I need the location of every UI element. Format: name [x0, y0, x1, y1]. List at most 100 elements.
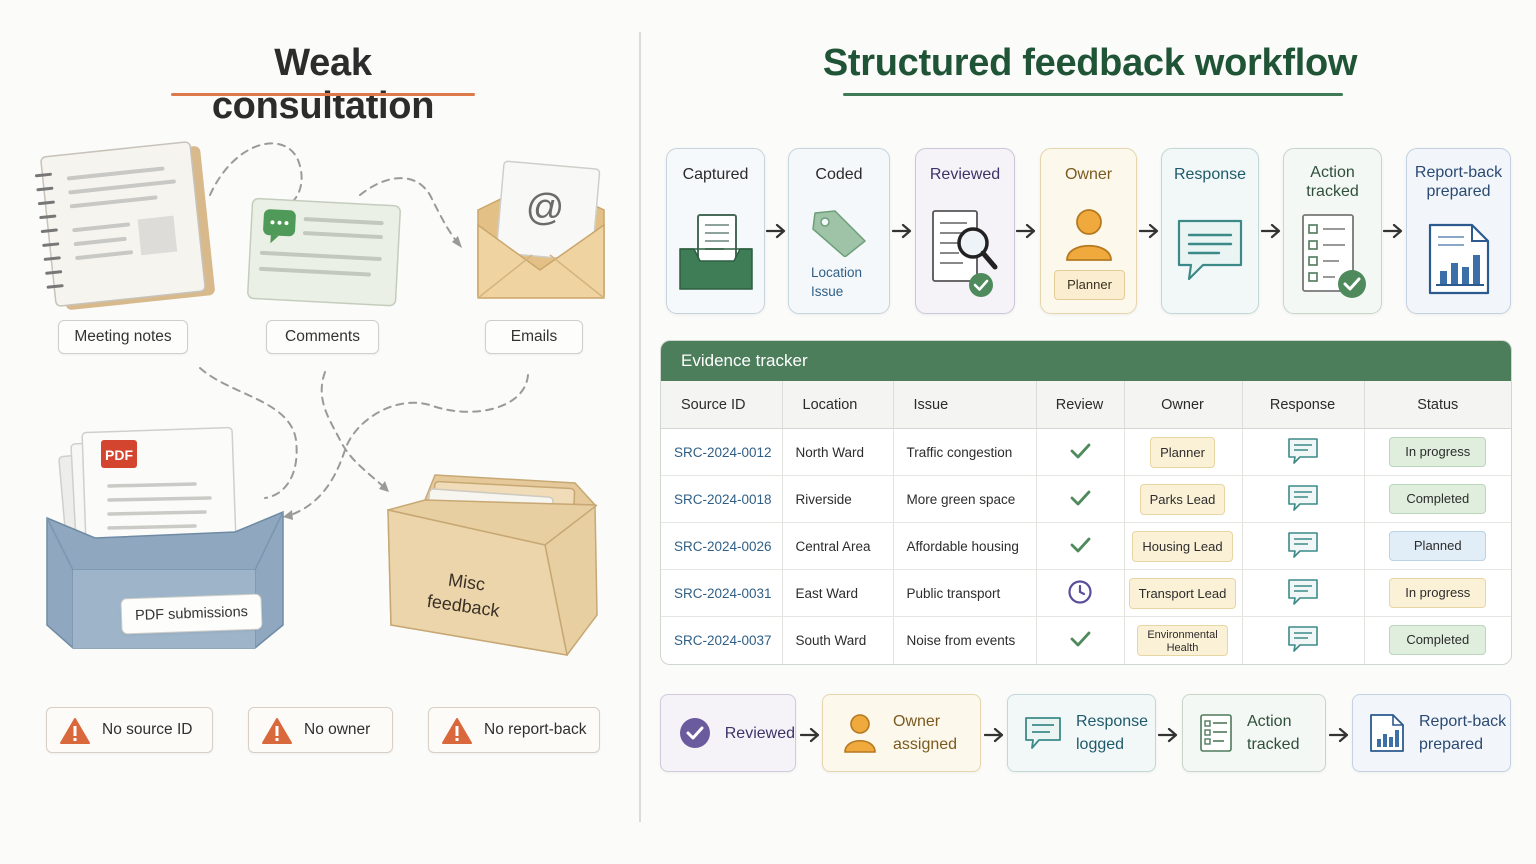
inbox-tray-icon	[678, 214, 753, 290]
warning-icon	[60, 717, 90, 744]
check-circle-icon	[680, 718, 710, 748]
person-icon	[844, 714, 876, 753]
comments-label: Comments	[266, 320, 379, 354]
step-arrow-icon	[1261, 223, 1281, 239]
checklist-icon	[1301, 214, 1366, 298]
issue-cell: Affordable housing	[893, 522, 1037, 570]
response-bubble-icon	[1287, 531, 1318, 558]
step-owner: Owner Planner	[1040, 148, 1137, 314]
status-cell: Completed	[1364, 617, 1511, 664]
warning-no-source-id: No source ID	[46, 707, 213, 753]
response-cell	[1242, 616, 1365, 664]
location-cell: Central Area	[782, 522, 894, 570]
step-label: Reviewed	[929, 166, 1001, 183]
person-icon	[1065, 209, 1112, 261]
checkmark-icon	[1070, 443, 1090, 458]
step-reviewed: Reviewed	[915, 148, 1015, 314]
speech-bubble-icon	[1177, 219, 1243, 281]
flow-arrow-icon	[1158, 727, 1178, 743]
meeting-notes-label: Meeting notes	[58, 320, 188, 354]
coded-subtext: Location Issue	[811, 265, 863, 299]
status-cell: Planned	[1364, 522, 1511, 570]
owner-cell: Parks Lead	[1124, 475, 1243, 523]
column-header: Owner	[1124, 381, 1243, 429]
checklist-icon	[1200, 714, 1232, 752]
response-bubble-icon	[1287, 578, 1318, 605]
left-title-underline	[171, 93, 475, 96]
owner-cell: Housing Lead	[1124, 522, 1243, 570]
response-cell	[1242, 569, 1365, 617]
tracker-header-row: Source ID Location Issue Review Owner Re…	[661, 381, 1511, 429]
location-cell: Riverside	[782, 475, 894, 523]
status-cell: In progress	[1364, 428, 1511, 476]
panel-divider	[639, 32, 641, 822]
table-row: SRC-2024-0012 North Ward Traffic congest…	[661, 428, 1511, 476]
right-title-underline	[843, 93, 1343, 96]
owner-cell: Planner	[1124, 428, 1243, 476]
status-badge: Planned	[1389, 531, 1487, 561]
table-row: SRC-2024-0031 East Ward Public transport…	[661, 569, 1511, 617]
step-label: Captured	[682, 166, 749, 183]
response-cell	[1242, 428, 1365, 476]
step-response: Response	[1161, 148, 1259, 314]
review-cell	[1036, 475, 1125, 523]
status-badge: Completed	[1389, 625, 1487, 656]
flow-arrow-icon	[1329, 727, 1349, 743]
flow-arrow-icon	[800, 727, 820, 743]
notebook-icon	[34, 141, 215, 310]
location-cell: North Ward	[782, 428, 894, 476]
scattered-dashed-paths	[199, 142, 529, 520]
column-header: Review	[1036, 381, 1125, 429]
column-header: Status	[1364, 381, 1511, 429]
response-bubble-icon	[1287, 625, 1318, 652]
right-title: Structured feedback workflow	[822, 42, 1358, 84]
left-title: Weak consultation	[211, 42, 435, 127]
comments-icon	[247, 197, 401, 307]
flow-reviewed: Reviewed	[660, 694, 796, 772]
report-chart-icon	[1428, 223, 1489, 295]
location-cell: East Ward	[782, 569, 894, 617]
pdf-submissions-label: PDF submissions	[120, 593, 263, 635]
status-badge: In progress	[1389, 578, 1487, 608]
source-id-cell: SRC-2024-0012	[661, 428, 783, 476]
warning-text: No source ID	[102, 721, 193, 738]
issue-cell: Traffic congestion	[893, 428, 1037, 476]
column-header: Location	[782, 381, 894, 429]
email-envelope-icon: @	[477, 160, 605, 299]
response-cell	[1242, 522, 1365, 570]
owner-cell: Transport Lead	[1124, 569, 1243, 617]
owner-pill: Housing Lead	[1132, 530, 1233, 562]
owner-pill: Parks Lead	[1139, 483, 1226, 515]
table-row: SRC-2024-0037 South Ward Noise from even…	[661, 616, 1511, 664]
column-header: Source ID	[661, 381, 783, 429]
misc-feedback-box-icon	[387, 474, 598, 656]
issue-cell: Noise from events	[893, 616, 1037, 664]
flow-label: Reviewed	[724, 724, 795, 742]
flow-arrow-icon	[984, 727, 1004, 743]
issue-cell: Public transport	[893, 569, 1037, 617]
step-arrow-icon	[1383, 223, 1403, 239]
step-captured: Captured	[666, 148, 765, 314]
warning-icon	[442, 717, 472, 744]
checkmark-icon	[1070, 490, 1090, 505]
status-badge: Completed	[1389, 484, 1487, 514]
owner-pill: Planner	[1150, 436, 1215, 468]
checkmark-icon	[1070, 537, 1090, 552]
evidence-tracker: Evidence tracker Source ID Location Issu…	[660, 340, 1512, 665]
tracker-table: Source ID Location Issue Review Owner Re…	[661, 381, 1511, 664]
step-arrow-icon	[892, 223, 912, 239]
step-coded: Coded Location Issue	[788, 148, 890, 314]
column-header: Issue	[893, 381, 1037, 429]
emails-label: Emails	[485, 320, 583, 354]
step-label: Response	[1173, 166, 1247, 183]
owner-planner-pill: Planner	[1054, 270, 1125, 300]
table-row: SRC-2024-0018 Riverside More green space…	[661, 475, 1511, 523]
owner-pill: Transport Lead	[1128, 577, 1237, 609]
speech-bubble-icon	[1025, 717, 1061, 749]
